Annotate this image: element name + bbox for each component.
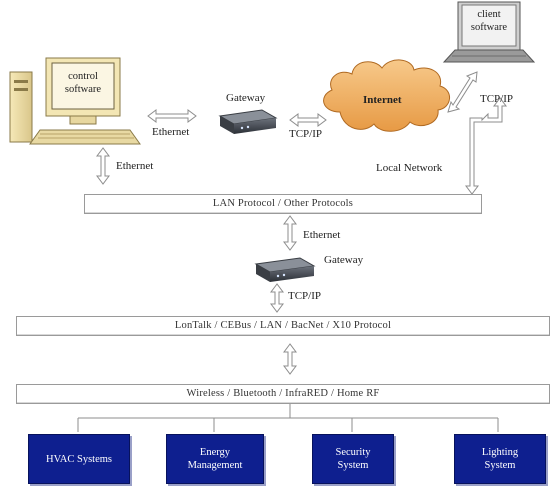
security-line1: Security [335, 447, 371, 458]
gateway-top-icon [218, 109, 278, 134]
control-software-label: control software [54, 70, 112, 96]
system-connectors [77, 404, 499, 432]
hvac-line1: HVAC Systems [45, 453, 113, 465]
tcpip-top-label: TCP/IP [289, 128, 323, 140]
control-software-line2: software [64, 84, 102, 95]
gateway-mid-label: Gateway [324, 254, 364, 266]
protocol-bus: LonTalk / CEBus / LAN / BacNet / X10 Pro… [16, 316, 550, 336]
security-system-box: Security System [312, 434, 394, 484]
security-line2: System [337, 460, 369, 471]
lighting-system-box: Lighting System [454, 434, 546, 484]
internet-label: Internet [363, 94, 402, 106]
wireless-bus: Wireless / Bluetooth / InfraRED / Home R… [16, 384, 550, 404]
ethernet-top-label: Ethernet [152, 126, 190, 138]
client-software-line2: software [470, 22, 508, 33]
control-software-line1: control [68, 71, 98, 82]
hvac-systems-box: HVAC Systems [28, 434, 130, 484]
client-software-line1: client [477, 9, 501, 20]
control-computer-icon [9, 57, 141, 145]
lighting-line1: Lighting [481, 447, 519, 458]
energy-line2: Management [187, 460, 243, 471]
tcpip-client-label: TCP/IP [480, 93, 514, 105]
energy-management-box: Energy Management [166, 434, 264, 484]
ethernet-left-label: Ethernet [116, 160, 154, 172]
connection-arrows [96, 71, 478, 375]
tcpip-mid-label: TCP/IP [288, 290, 322, 302]
client-computer-icon [442, 1, 536, 63]
ethernet-mid-label: Ethernet [303, 229, 341, 241]
gateway-mid-icon [254, 257, 316, 282]
internet-cloud-icon [323, 59, 450, 132]
energy-line1: Energy [199, 447, 231, 458]
client-software-label: client software [463, 8, 515, 34]
gateway-top-label: Gateway [226, 92, 266, 104]
local-network-label: Local Network [376, 162, 443, 174]
local-network-arrow [465, 97, 507, 195]
lan-protocol-bus: LAN Protocol / Other Protocols [84, 194, 482, 214]
lighting-line2: System [484, 460, 516, 471]
